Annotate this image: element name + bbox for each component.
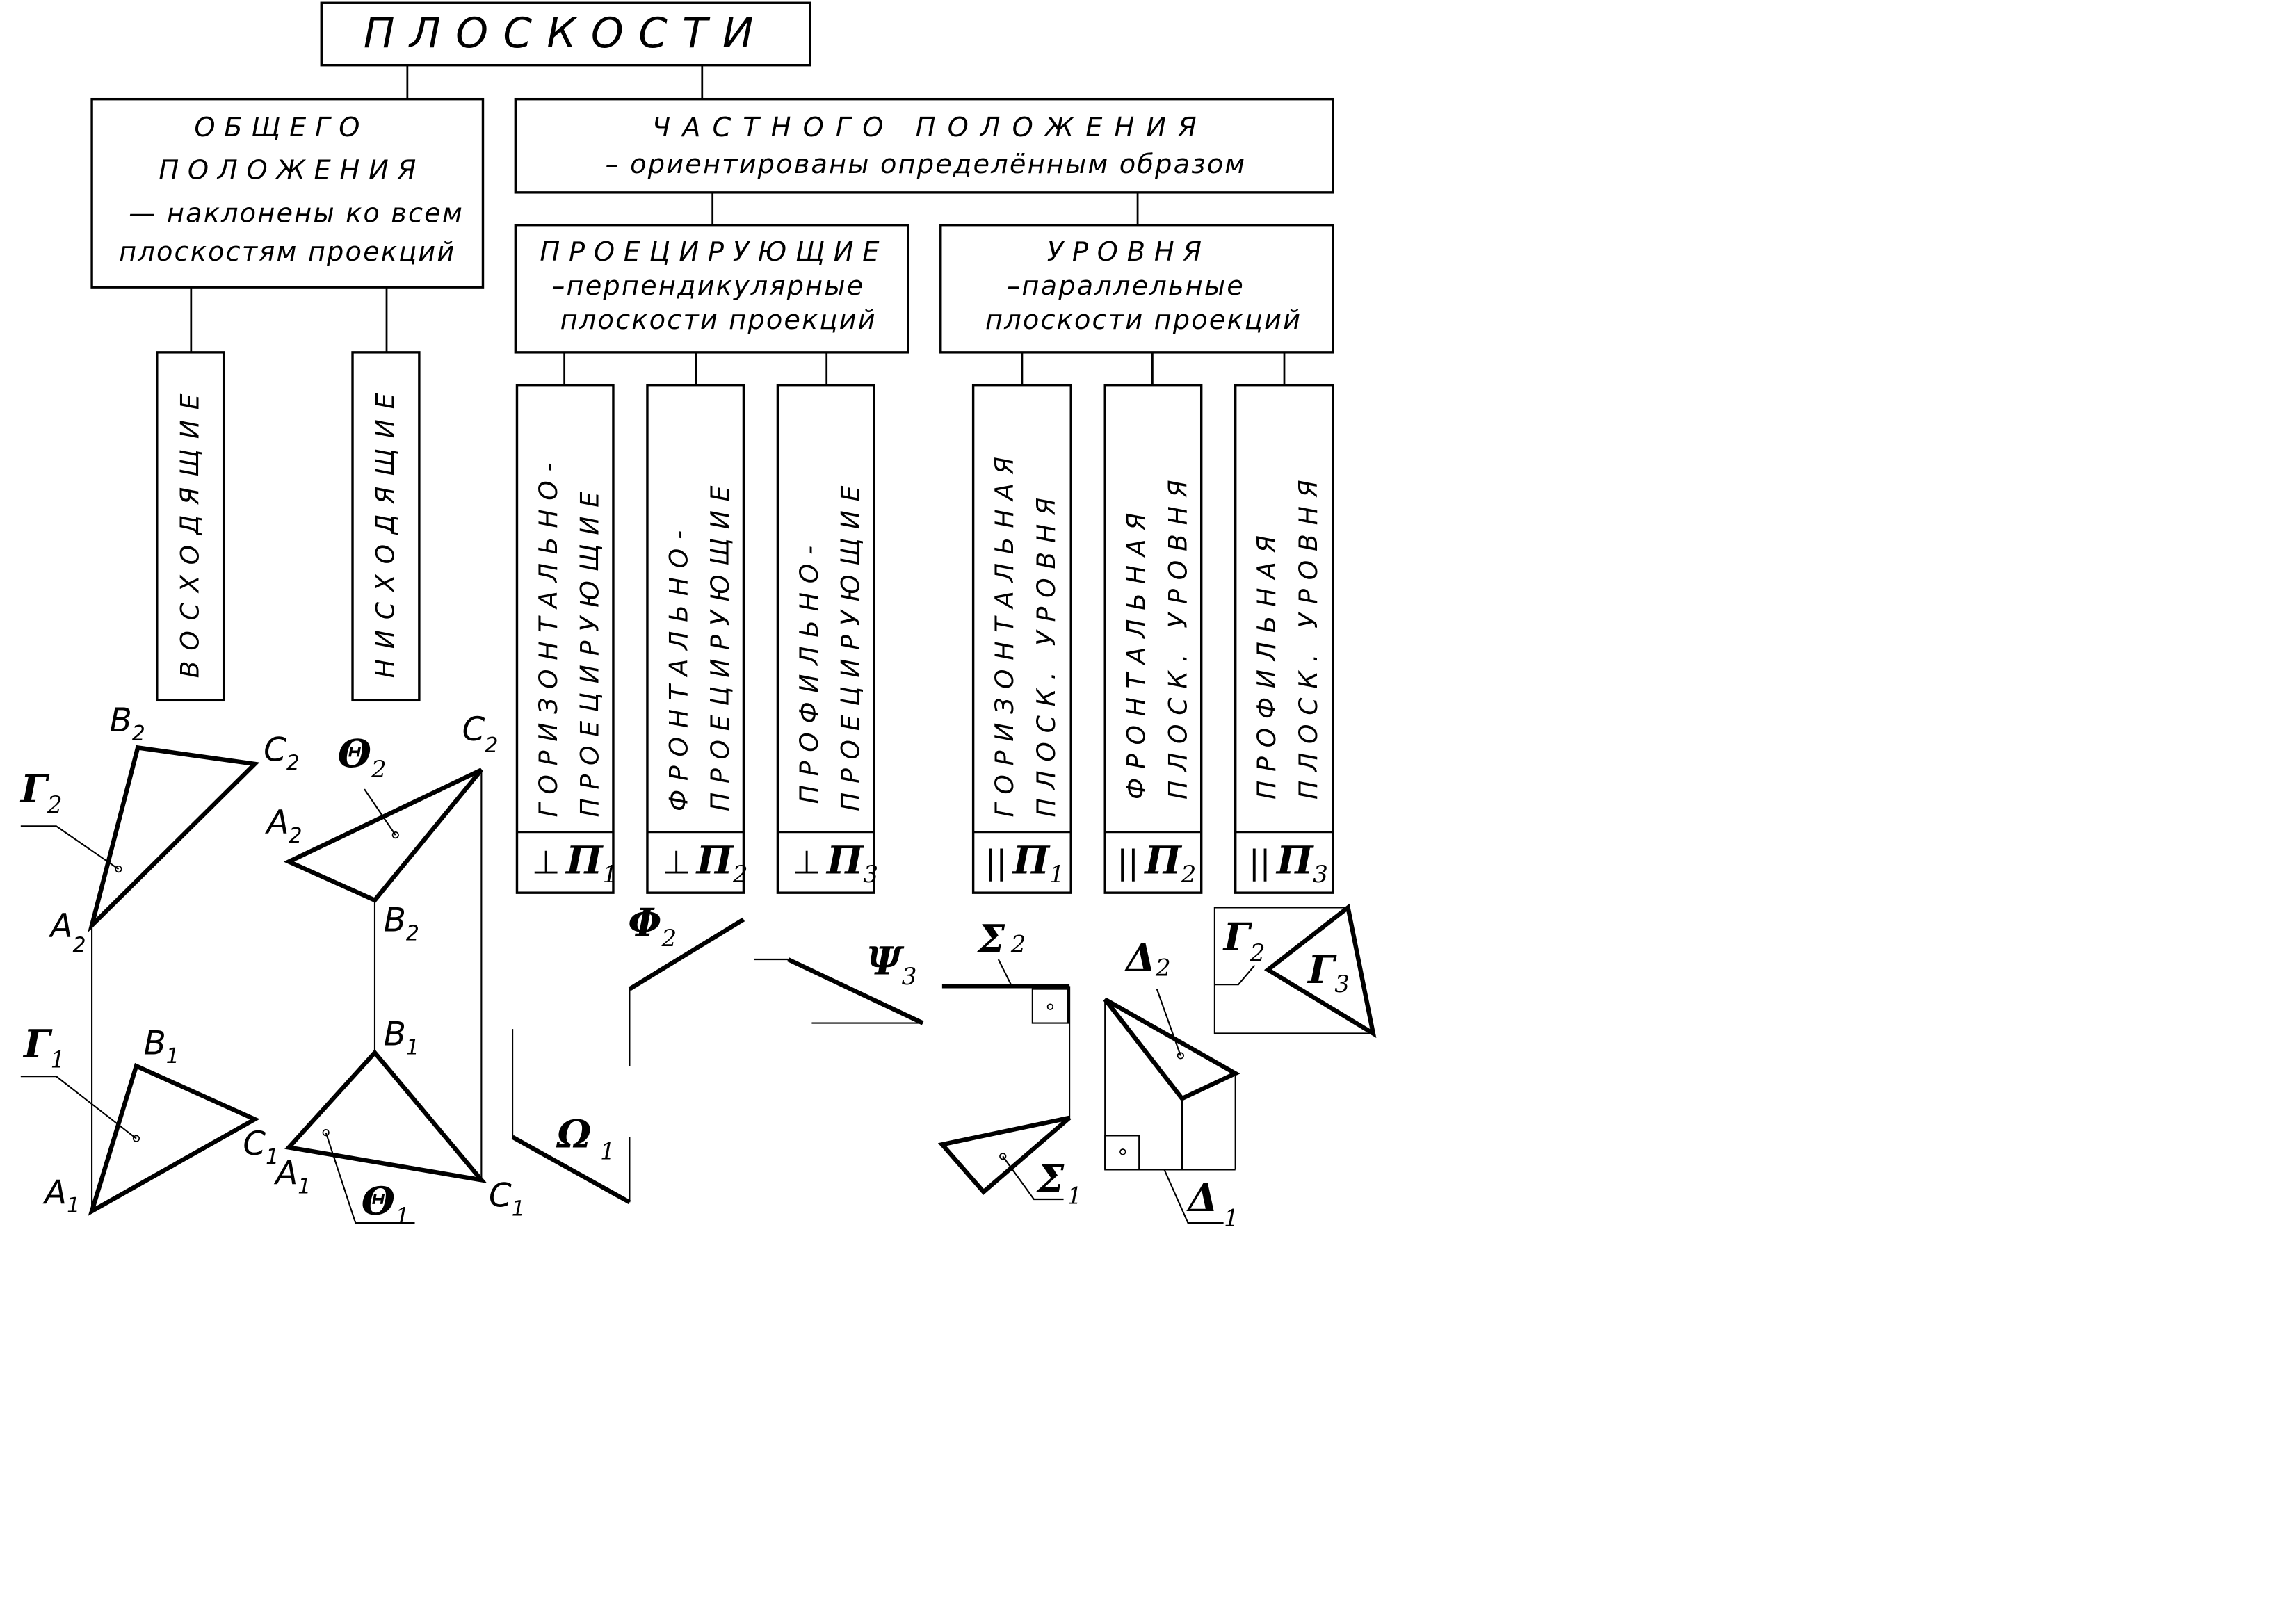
projecting-desc-line2: плоскости проекций [560, 305, 877, 336]
theta-B1: B1 [384, 1016, 419, 1060]
root-node: ПЛОСКОСТИ [320, 1, 811, 67]
projecting-desc-line1: –перпендикулярные [551, 270, 864, 302]
level-horizontal-mark: ||П1 [985, 838, 1065, 888]
general-title-line1: ОБЩЕГО [194, 112, 369, 143]
projecting-title: ПРОЕЦИРУЮЩИЕ [540, 236, 888, 268]
level-frontal-line2: ПЛОСК. УРОВНЯ [1163, 471, 1193, 800]
projecting-type-frontal: ФРОНТАЛЬНО- ПРОЕЦИРУЮЩИЕ ⊥П2 [646, 384, 748, 894]
level-type-horizontal: ГОРИЗОНТАЛЬНАЯ ПЛОСК. УРОВНЯ ||П1 [971, 384, 1072, 894]
psi-label: Ψ3 [866, 939, 916, 991]
level-frontal-line1: ФРОНТАЛЬНАЯ [1122, 504, 1151, 800]
gamma-A1: A1 [42, 1174, 80, 1218]
projecting-profile-line1: ПРОФИЛЬНО- [794, 537, 824, 804]
projecting-horizontal-line2: ПРОЕЦИРУЮЩИЕ [575, 482, 605, 817]
theta2-label: Θ2 [338, 731, 387, 784]
projecting-horizontal-line1: ГОРИЗОНТАЛЬНО- [533, 454, 563, 818]
level-frontal-mark: ||П2 [1117, 838, 1196, 888]
gamma-B1: B1 [144, 1025, 179, 1069]
drawing-psi: Ψ3 [754, 939, 924, 1025]
projecting-type-profile: ПРОФИЛЬНО- ПРОЕЦИРУЮЩИЕ ⊥П3 [776, 384, 878, 894]
theta-C2: C2 [462, 711, 499, 758]
theta-B2: B2 [384, 902, 419, 946]
gamma3-profile-label: Г3 [1307, 948, 1350, 998]
root-title: ПЛОСКОСТИ [364, 10, 768, 58]
delta2-label: Δ2 [1124, 936, 1171, 982]
phi-label: Φ2 [628, 900, 677, 952]
theta-A1: A1 [273, 1155, 311, 1199]
drawing-gamma-general: Г2 Г1 B2 C2 A2 B1 C1 A1 [19, 702, 300, 1218]
level-profile-line2: ПЛОСК. УРОВНЯ [1293, 471, 1323, 800]
gamma1-label: Г1 [22, 1022, 65, 1074]
projecting-frontal-line2: ПРОЕЦИРУЮЩИЕ [705, 477, 735, 811]
projecting-node: ПРОЕЦИРУЮЩИЕ –перпендикулярные плоскости… [514, 224, 909, 354]
projecting-profile-mark: ⊥П3 [793, 838, 878, 888]
particular-title: ЧАСТНОГО ПОЛОЖЕНИЯ [652, 112, 1208, 143]
level-node: УРОВНЯ –параллельные плоскости проекций [939, 224, 1334, 354]
general-desc-line1: — наклонены ко всем [129, 197, 464, 229]
gamma-C1: C1 [243, 1126, 279, 1169]
projecting-frontal-mark: ⊥П2 [662, 838, 747, 888]
theta-C1: C1 [489, 1178, 525, 1221]
level-horizontal-line1: ГОРИЗОНТАЛЬНАЯ [989, 448, 1019, 817]
drawing-theta-general: Θ2 Θ1 C2 A2 B2 B1 A1 C1 [264, 711, 524, 1231]
level-horizontal-line2: ПЛОСК. УРОВНЯ [1031, 489, 1061, 817]
projecting-type-horizontal: ГОРИЗОНТАЛЬНО- ПРОЕЦИРУЮЩИЕ ⊥П1 [515, 384, 617, 894]
projecting-frontal-line1: ФРОНТАЛЬНО- [663, 521, 693, 811]
projecting-profile-line2: ПРОЕЦИРУЮЩИЕ [836, 477, 866, 811]
drawing-gamma-profile: Г2 Г3 [1213, 903, 1377, 1038]
gamma2-profile-label: Г2 [1222, 915, 1266, 967]
particular-position-node: ЧАСТНОГО ПОЛОЖЕНИЯ – ориентированы опред… [514, 97, 1334, 194]
gamma-C2: C2 [264, 732, 300, 776]
drawing-phi: Φ2 [628, 900, 745, 1066]
gamma-A2: A2 [48, 908, 86, 957]
descending-label: НИСХОДЯЩИЕ [371, 383, 401, 679]
gamma2-label: Г2 [19, 767, 63, 819]
level-title: УРОВНЯ [1047, 236, 1211, 268]
theta1-label: Θ1 [362, 1178, 410, 1231]
theta-A2: A2 [264, 804, 302, 848]
general-type-descending: НИСХОДЯЩИЕ [351, 351, 421, 702]
general-type-ascending: ВОСХОДЯЩИЕ [156, 351, 225, 702]
level-profile-line1: ПРОФИЛЬНАЯ [1252, 526, 1282, 800]
particular-desc: – ориентированы определённым образом [606, 149, 1247, 180]
ascending-label: ВОСХОДЯЩИЕ [175, 384, 204, 679]
general-title-line2: ПОЛОЖЕНИЯ [159, 155, 425, 186]
level-type-profile: ПРОФИЛЬНАЯ ПЛОСК. УРОВНЯ ||П3 [1234, 384, 1334, 894]
level-profile-mark: ||П3 [1249, 838, 1328, 888]
projecting-horizontal-mark: ⊥П1 [532, 838, 617, 888]
level-desc-line1: –параллельные [1007, 270, 1245, 302]
level-desc-line2: плоскости проекций [985, 305, 1302, 336]
general-desc-line2: плоскостям проекций [119, 236, 455, 268]
gamma-B2: B2 [110, 702, 145, 746]
general-position-node: ОБЩЕГО ПОЛОЖЕНИЯ — наклонены ко всем пло… [90, 97, 485, 289]
level-type-frontal: ФРОНТАЛЬНАЯ ПЛОСК. УРОВНЯ ||П2 [1103, 384, 1203, 894]
